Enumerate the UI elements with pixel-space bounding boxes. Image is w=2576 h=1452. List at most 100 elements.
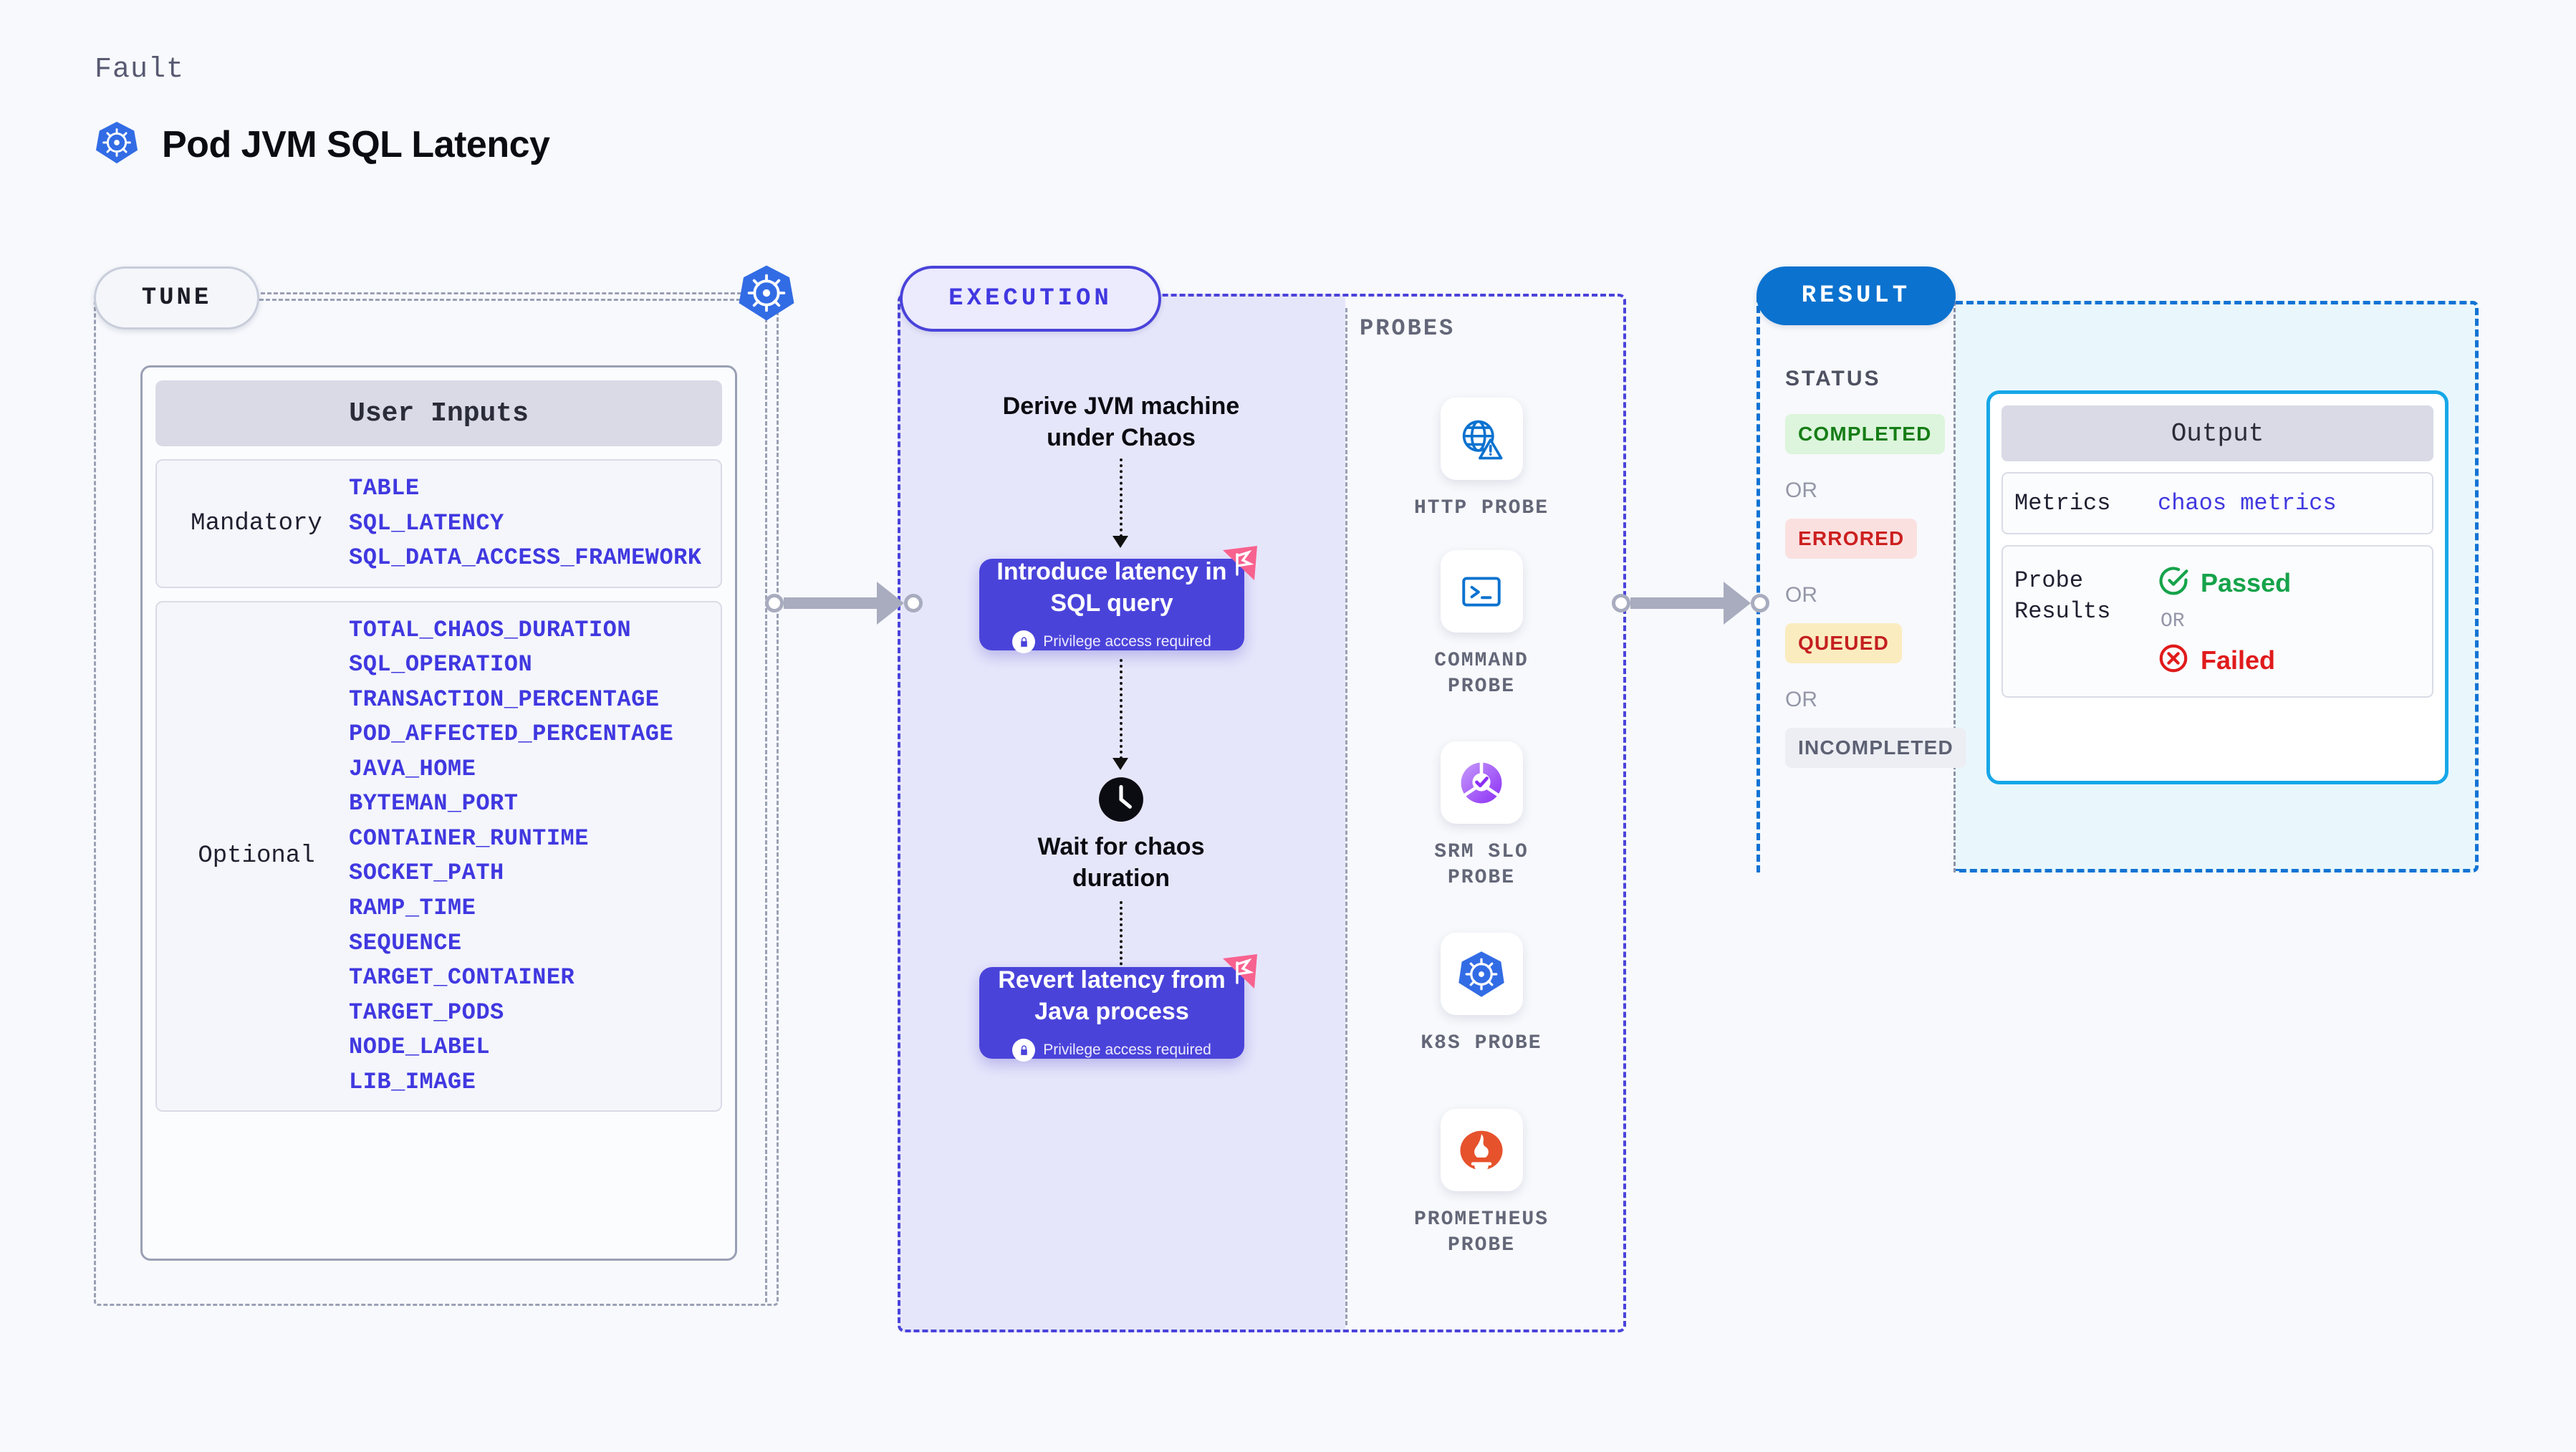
execution-probes-region xyxy=(898,294,1626,1332)
probe-label: COMMAND PROBE xyxy=(1434,650,1529,698)
param-item[interactable]: TRANSACTION_PERCENTAGE xyxy=(349,686,660,713)
probe-result-failed-text: Failed xyxy=(2201,645,2276,675)
execution-step-introduce-latency[interactable]: Introduce latency in SQL query Privilege… xyxy=(979,546,1257,654)
flag-icon xyxy=(1216,951,1260,996)
connector-execution-result xyxy=(1612,582,1769,625)
probe-label: HTTP PROBE xyxy=(1413,497,1549,519)
check-circle-icon xyxy=(2158,565,2189,600)
flow-arrow-line xyxy=(1120,901,1123,976)
connector-dot xyxy=(765,594,784,612)
execution-step-wait: Wait for chaos duration xyxy=(1037,833,1205,893)
probe-result-failed: Failed xyxy=(2158,643,2291,678)
execution-step-title: Introduce latency in SQL query xyxy=(996,557,1227,617)
globe-warning-icon xyxy=(1440,398,1523,480)
param-item[interactable]: TABLE xyxy=(349,475,420,501)
param-group-label: Optional xyxy=(198,842,315,870)
flow-arrow-head xyxy=(1112,536,1128,548)
flag-icon xyxy=(1216,543,1260,587)
param-item[interactable]: TOTAL_CHAOS_DURATION xyxy=(349,616,632,643)
probe-label: SRM SLO PROBE xyxy=(1434,841,1529,890)
page-title: Pod JVM SQL Latency xyxy=(95,120,550,168)
connector-bar xyxy=(1630,597,1724,609)
param-item[interactable]: SQL_DATA_ACCESS_FRAMEWORK xyxy=(349,544,702,572)
page-title-text: Pod JVM SQL Latency xyxy=(162,123,550,165)
prometheus-icon xyxy=(1440,1109,1523,1191)
flow-arrow-head xyxy=(1112,758,1128,770)
privilege-note: Privilege access required xyxy=(1012,1039,1211,1062)
user-inputs-card: User Inputs Mandatory TABLE SQL_LATENCY … xyxy=(140,365,737,1261)
param-item[interactable]: SEQUENCE xyxy=(349,929,462,956)
execution-step-revert-latency[interactable]: Revert latency from Java process Privile… xyxy=(979,954,1257,1062)
probe-label: PROMETHEUS PROBE xyxy=(1413,1208,1549,1257)
or-separator: OR xyxy=(1785,479,1817,502)
kubernetes-icon xyxy=(737,264,796,322)
or-separator: OR xyxy=(1785,688,1817,711)
or-separator: OR xyxy=(1785,583,1817,607)
or-separator: OR xyxy=(2161,610,2185,633)
tune-region xyxy=(94,299,779,1306)
privilege-note-text: Privilege access required xyxy=(1043,633,1211,650)
slo-gauge-icon xyxy=(1440,741,1523,824)
x-circle-icon xyxy=(2158,643,2189,678)
result-status-region xyxy=(1756,295,1956,872)
output-row-probe-results: Probe Results Passed OR xyxy=(2001,545,2433,698)
param-group-optional: Optional TOTAL_CHAOS_DURATION SQL_OPERAT… xyxy=(155,600,722,1112)
execution-pill[interactable]: EXECUTION xyxy=(900,266,1161,332)
param-item[interactable]: LIB_IMAGE xyxy=(349,1068,476,1095)
param-list-optional: TOTAL_CHAOS_DURATION SQL_OPERATION TRANS… xyxy=(349,616,674,1095)
status-badge-errored: ERRORED xyxy=(1785,519,1918,559)
status-label: STATUS xyxy=(1785,367,1881,390)
kubernetes-icon xyxy=(1440,933,1523,1015)
param-item[interactable]: TARGET_PODS xyxy=(349,999,504,1026)
probe-k8s[interactable]: K8S PROBE xyxy=(1412,933,1551,1057)
param-item[interactable]: NODE_LABEL xyxy=(349,1034,491,1061)
param-item[interactable]: CONTAINER_RUNTIME xyxy=(349,824,589,852)
param-item[interactable]: JAVA_HOME xyxy=(349,755,476,782)
execution-step-title: Revert latency from Java process xyxy=(998,966,1226,1025)
probe-srm-slo[interactable]: SRM SLO PROBE xyxy=(1412,741,1551,892)
connector-tune-execution xyxy=(765,582,923,625)
flow-arrow-line xyxy=(1120,458,1123,537)
privilege-note: Privilege access required xyxy=(1012,630,1211,654)
output-key: Probe Results xyxy=(2014,567,2111,625)
lock-icon xyxy=(1012,1039,1036,1062)
probe-result-passed-text: Passed xyxy=(2201,567,2292,597)
param-item[interactable]: TARGET_CONTAINER xyxy=(349,964,575,991)
chaos-metrics-link[interactable]: chaos metrics xyxy=(2158,490,2337,517)
param-item[interactable]: POD_AFFECTED_PERCENTAGE xyxy=(349,721,674,748)
output-row-metrics: Metrics chaos metrics xyxy=(2001,472,2433,535)
probe-result-passed: Passed xyxy=(2158,565,2291,600)
result-pill[interactable]: RESULT xyxy=(1756,266,1956,325)
kubernetes-icon xyxy=(95,120,139,168)
probe-prometheus[interactable]: PROMETHEUS PROBE xyxy=(1412,1109,1551,1259)
connector-arrowhead xyxy=(1724,582,1751,625)
param-group-mandatory: Mandatory TABLE SQL_LATENCY SQL_DATA_ACC… xyxy=(155,459,722,588)
param-item[interactable]: BYTEMAN_PORT xyxy=(349,790,519,817)
param-list-mandatory: TABLE SQL_LATENCY SQL_DATA_ACCESS_FRAMEW… xyxy=(349,476,702,571)
clock-icon xyxy=(1097,776,1145,823)
lock-icon xyxy=(1012,630,1036,654)
probes-label: PROBES xyxy=(1360,315,1456,342)
connector-bar xyxy=(784,597,877,609)
param-item[interactable]: SQL_OPERATION xyxy=(349,651,533,678)
probe-http[interactable]: HTTP PROBE xyxy=(1412,398,1551,521)
output-card: Output Metrics chaos metrics Probe Resul… xyxy=(1986,390,2448,784)
param-item[interactable]: SQL_LATENCY xyxy=(349,509,504,537)
tune-pill[interactable]: TUNE xyxy=(94,266,259,330)
param-item[interactable]: SOCKET_PATH xyxy=(349,860,504,887)
execution-step-derive: Derive JVM machine under Chaos xyxy=(1002,393,1240,452)
connector-dot xyxy=(1751,594,1769,612)
status-badge-queued: QUEUED xyxy=(1785,623,1902,663)
connector-arrowhead xyxy=(877,582,904,625)
probe-label: K8S PROBE xyxy=(1421,1032,1542,1054)
output-key: Metrics xyxy=(2014,490,2111,516)
tune-dash-vertical xyxy=(765,292,767,1302)
probe-command[interactable]: COMMAND PROBE xyxy=(1412,550,1551,701)
param-item[interactable]: RAMP_TIME xyxy=(349,895,476,922)
flow-arrow-line xyxy=(1120,659,1123,759)
connector-dot xyxy=(904,594,923,612)
status-badge-incompleted: INCOMPLETED xyxy=(1785,728,1966,768)
probes-divider xyxy=(1345,308,1347,1325)
output-header: Output xyxy=(2001,405,2433,461)
fault-kicker: Fault xyxy=(95,54,185,86)
